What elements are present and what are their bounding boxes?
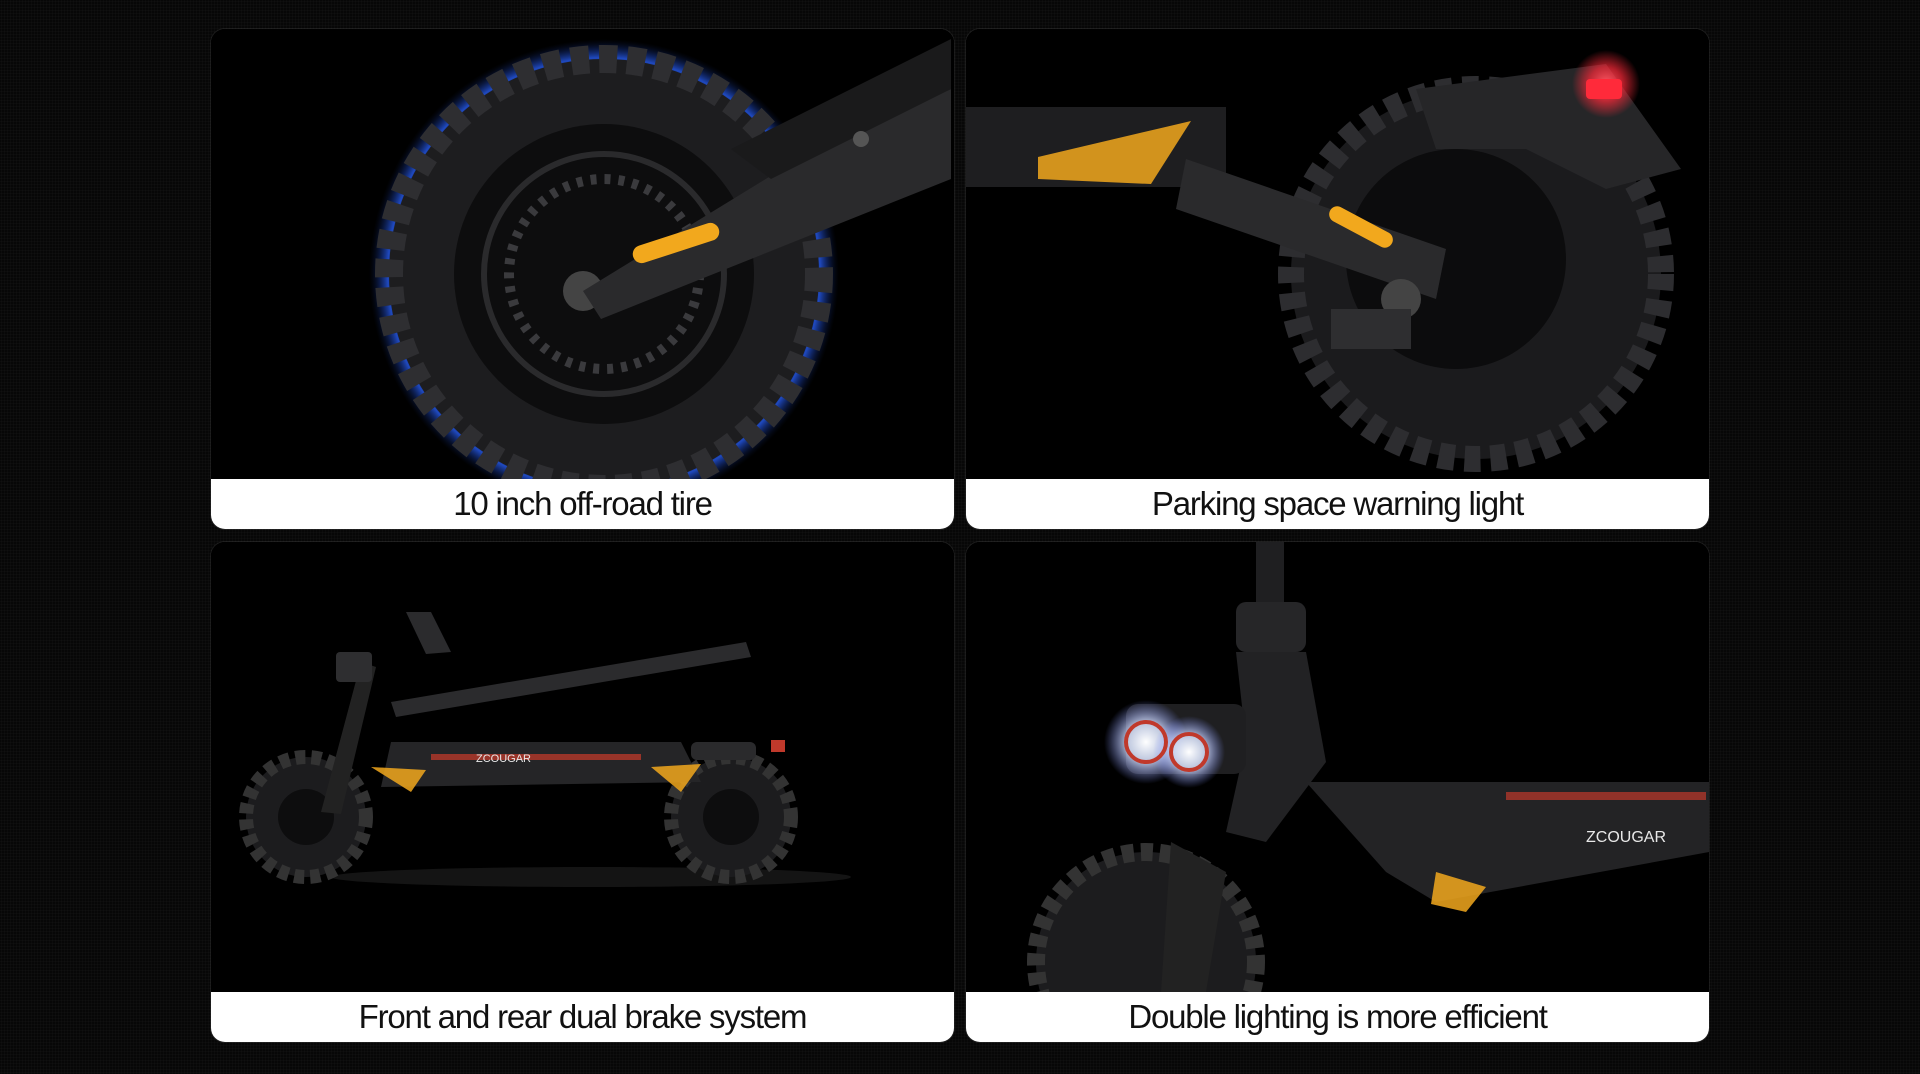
feature-card-double-lighting: ZCOUGAR Double lighting is more efficien… bbox=[966, 542, 1709, 1042]
caption-brake-system: Front and rear dual brake system bbox=[211, 992, 954, 1042]
warning-light-image bbox=[966, 29, 1709, 479]
dual-headlights-image: ZCOUGAR bbox=[966, 542, 1709, 992]
svg-text:ZCOUGAR: ZCOUGAR bbox=[476, 753, 531, 765]
feature-card-warning-light: Parking space warning light bbox=[966, 29, 1709, 529]
caption-tire: 10 inch off-road tire bbox=[211, 479, 954, 529]
caption-double-lighting: Double lighting is more efficient bbox=[966, 992, 1709, 1042]
feature-card-brake-system: ZCOUGAR Front and rear dual brake system bbox=[211, 542, 954, 1042]
caption-warning-light: Parking space warning light bbox=[966, 479, 1709, 529]
off-road-tire-image bbox=[211, 29, 954, 479]
svg-text:ZCOUGAR: ZCOUGAR bbox=[1586, 829, 1666, 846]
folded-scooter-image: ZCOUGAR bbox=[211, 542, 954, 992]
feature-card-tire: 10 inch off-road tire bbox=[211, 29, 954, 529]
